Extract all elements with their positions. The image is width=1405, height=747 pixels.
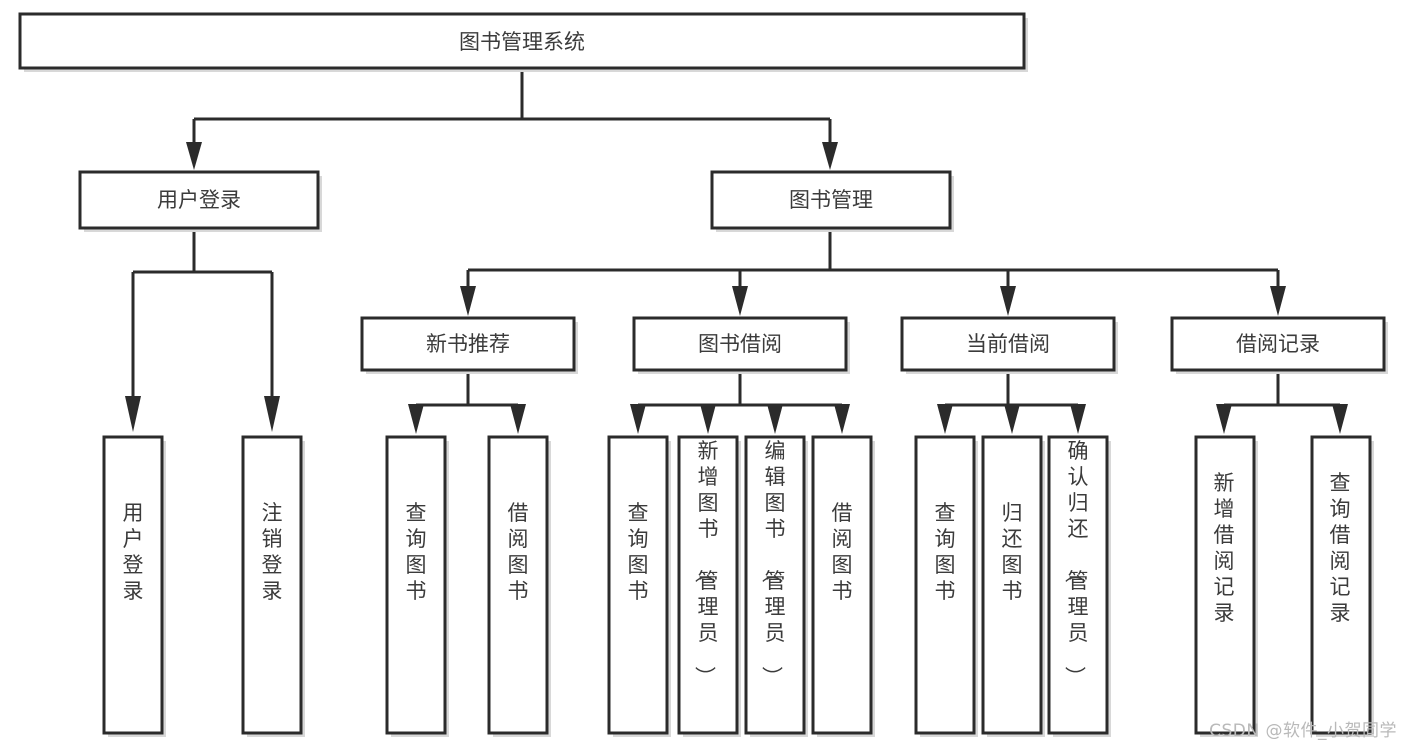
node-leaf-query-book-1-box[interactable] — [385, 435, 447, 735]
node-book-borrow[interactable]: 图书借阅 — [632, 316, 850, 374]
arrow-head-borrow-record — [1270, 286, 1286, 316]
node-book-management-label: 图书管理 — [789, 188, 873, 212]
node-leaf-return-book[interactable]: 归还图书 — [981, 435, 1045, 737]
arrow-head-leaf-query-book-1 — [408, 404, 424, 434]
node-user-login-box[interactable] — [78, 170, 320, 230]
arrow-head-book-management — [822, 142, 838, 170]
arrow-head-leaf-logout — [264, 396, 280, 432]
node-leaf-edit-book[interactable]: 编辑图书（管理员） — [744, 435, 808, 737]
node-leaf-borrow-book-1[interactable]: 借阅图书 — [487, 435, 551, 737]
node-leaf-add-record[interactable]: 新增借阅记录 — [1194, 435, 1258, 737]
node-book-management[interactable]: 图书管理 — [710, 170, 954, 232]
node-leaf-query-book-1[interactable]: 查询图书 — [385, 435, 449, 737]
arrow-head-leaf-add-record — [1216, 404, 1232, 434]
node-leaf-borrow-book-2-label: 借阅图书 — [832, 501, 853, 603]
node-leaf-query-book-2-box[interactable] — [607, 435, 669, 735]
node-new-book-recommend[interactable]: 新书推荐 — [360, 316, 578, 374]
node-current-borrow-label: 当前借阅 — [966, 332, 1050, 356]
node-book-management-box[interactable] — [710, 170, 952, 230]
node-user-login[interactable]: 用户登录 — [78, 170, 322, 232]
node-leaf-query-record-label: 查询借阅记录 — [1330, 471, 1351, 625]
node-leaf-query-book-2[interactable]: 查询图书 — [607, 435, 671, 737]
node-current-borrow-box[interactable] — [900, 316, 1116, 372]
node-leaf-query-book-2-label: 查询图书 — [628, 501, 649, 603]
node-leaf-borrow-book-1-box[interactable] — [487, 435, 549, 735]
node-leaf-add-book-box[interactable] — [677, 435, 739, 735]
arrow-head-book-borrow — [732, 286, 748, 316]
node-leaf-query-book-3-label: 查询图书 — [935, 501, 956, 603]
node-leaf-logout-box[interactable] — [241, 435, 303, 735]
node-new-book-recommend-label: 新书推荐 — [426, 332, 510, 356]
arrow-head-leaf-edit-book — [767, 404, 783, 434]
node-leaf-return-book-label: 归还图书 — [1002, 501, 1023, 603]
node-leaf-query-record[interactable]: 查询借阅记录 — [1310, 435, 1374, 737]
node-leaf-confirm-return-box[interactable] — [1047, 435, 1109, 735]
node-leaf-user-login-label: 用户登录 — [123, 501, 144, 603]
node-leaf-logout-label: 注销登录 — [262, 501, 283, 603]
node-borrow-record-label: 借阅记录 — [1236, 332, 1320, 356]
node-new-book-recommend-box[interactable] — [360, 316, 576, 372]
arrow-head-leaf-confirm-return — [1070, 404, 1086, 434]
node-root-box[interactable] — [18, 12, 1026, 70]
node-leaf-add-book-label: 新增图书（管理员） — [693, 439, 719, 687]
node-leaf-confirm-return-label: 确认归还（管理员） — [1063, 439, 1089, 687]
node-leaf-query-record-box[interactable] — [1310, 435, 1372, 735]
node-leaf-confirm-return[interactable]: 确认归还（管理员） — [1047, 435, 1111, 737]
node-borrow-record-box[interactable] — [1170, 316, 1386, 372]
node-book-borrow-label: 图书借阅 — [698, 332, 782, 356]
node-leaf-edit-book-label: 编辑图书（管理员） — [760, 439, 786, 687]
node-leaf-borrow-book-1-label: 借阅图书 — [508, 501, 529, 603]
arrow-head-leaf-borrow-book-1 — [510, 404, 526, 434]
node-leaf-logout[interactable]: 注销登录 — [241, 435, 305, 737]
arrow-head-leaf-borrow-book-2 — [834, 404, 850, 434]
arrow-head-leaf-query-record — [1332, 404, 1348, 434]
node-leaf-add-book[interactable]: 新增图书（管理员） — [677, 435, 741, 737]
node-leaf-edit-book-box[interactable] — [744, 435, 806, 735]
arrow-head-new-book-recommend — [460, 286, 476, 316]
arrow-head-leaf-query-book-2 — [630, 404, 646, 434]
arrow-head-leaf-add-book — [700, 404, 716, 434]
node-leaf-borrow-book-2-box[interactable] — [811, 435, 873, 735]
node-leaf-add-record-label: 新增借阅记录 — [1214, 471, 1235, 625]
arrow-head-leaf-return-book — [1004, 404, 1020, 434]
node-leaf-user-login[interactable]: 用户登录 — [102, 435, 166, 737]
leaf-nodes-layer: 用户登录 注销登录 查询图书 借阅图书 查询图书 — [102, 435, 1374, 737]
node-leaf-user-login-box[interactable] — [102, 435, 164, 735]
node-leaf-query-book-1-label: 查询图书 — [406, 501, 427, 603]
node-leaf-return-book-box[interactable] — [981, 435, 1043, 735]
arrow-head-leaf-user-login — [125, 396, 141, 432]
node-book-borrow-box[interactable] — [632, 316, 848, 372]
node-leaf-query-book-3-box[interactable] — [914, 435, 976, 735]
node-current-borrow[interactable]: 当前借阅 — [900, 316, 1118, 374]
node-root-label: 图书管理系统 — [459, 30, 585, 54]
arrow-head-user-login — [186, 142, 202, 170]
arrow-head-leaf-query-book-3 — [937, 404, 953, 434]
node-user-login-label: 用户登录 — [157, 188, 241, 212]
node-leaf-query-book-3[interactable]: 查询图书 — [914, 435, 978, 737]
connector-layer — [125, 72, 1348, 434]
node-root[interactable]: 图书管理系统 — [18, 12, 1028, 72]
node-leaf-borrow-book-2[interactable]: 借阅图书 — [811, 435, 875, 737]
arrow-head-current-borrow — [1000, 286, 1016, 316]
node-borrow-record[interactable]: 借阅记录 — [1170, 316, 1388, 374]
node-leaf-add-record-box[interactable] — [1194, 435, 1256, 735]
